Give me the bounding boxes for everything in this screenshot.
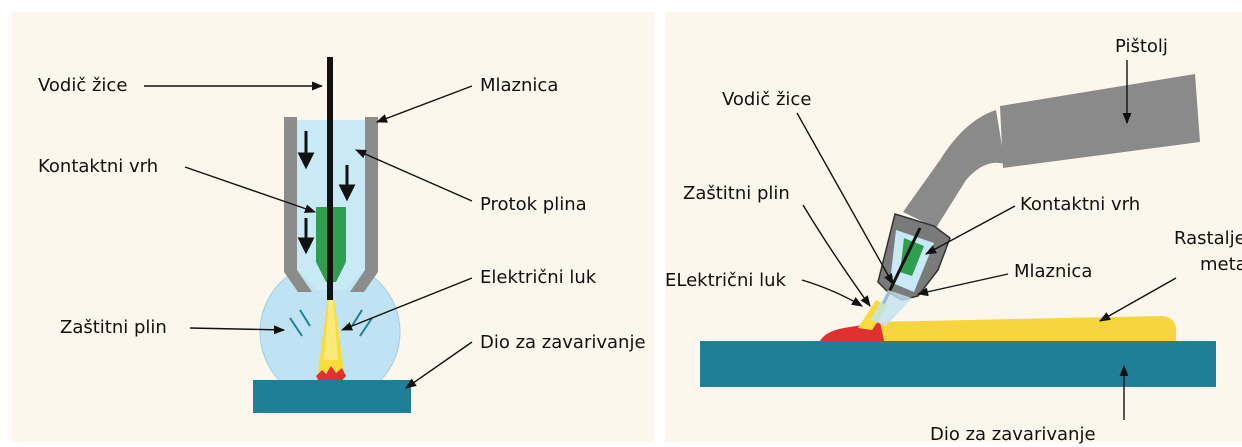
welding-wire	[327, 57, 333, 300]
label-wire-guide-right: Vodič žice	[722, 89, 811, 110]
gun-neck	[903, 110, 1005, 228]
nozzle-right-wall	[350, 117, 378, 292]
label-wire-guide: Vodič žice	[38, 75, 127, 96]
label-nozzle: Mlaznica	[480, 75, 558, 96]
label-workpiece-right: Dio za zavarivanje	[930, 424, 1096, 445]
label-shielding-gas-right: Zaštitni plin	[683, 183, 790, 204]
gas-flow-arrows	[297, 131, 356, 255]
label-molten-metal-line2: metal	[1200, 254, 1242, 275]
label-gun: Pištolj	[1115, 36, 1168, 57]
label-shielding-gas: Zaštitni plin	[60, 317, 167, 338]
label-gas-flow: Protok plina	[480, 194, 587, 215]
right-gun-diagram	[700, 74, 1216, 387]
label-workpiece: Dio za zavarivanje	[480, 332, 646, 353]
gun-contact-tip	[900, 238, 924, 276]
workpiece-right	[700, 341, 1216, 387]
left-torch-diagram	[253, 57, 411, 413]
label-contact-tip: Kontaktni vrh	[38, 156, 158, 177]
label-molten-metal-line1: Rastaljen	[1174, 228, 1242, 249]
label-contact-tip-right: Kontaktni vrh	[1020, 194, 1140, 215]
label-electric-arc: Električni luk	[480, 267, 597, 288]
label-electric-arc-right: ELektrični luk	[665, 270, 786, 291]
workpiece-left	[253, 380, 411, 413]
molten-metal-bead	[862, 316, 1177, 341]
label-nozzle-right: Mlaznica	[1014, 261, 1092, 282]
gun-body	[1000, 74, 1200, 168]
nozzle-left-wall	[284, 117, 312, 292]
